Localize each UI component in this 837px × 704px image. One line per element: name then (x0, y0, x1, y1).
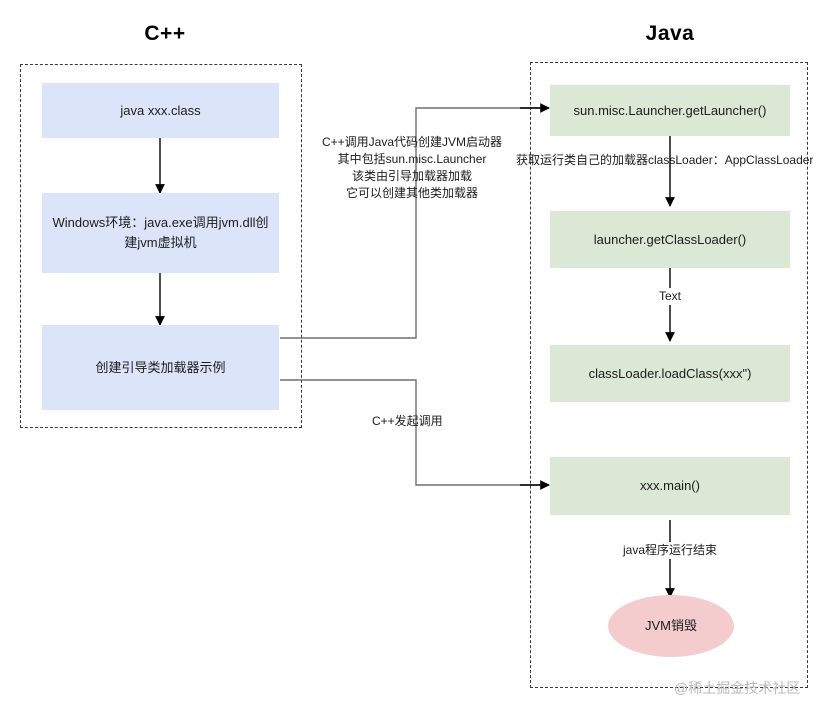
node-jvm-destroy-label: JVM销毁 (644, 618, 697, 633)
node-bootstrap-loader[interactable]: 创建引导类加载器示例 (42, 325, 279, 410)
edge-label-java-finished: java程序运行结束 (600, 542, 740, 559)
node-load-class[interactable]: classLoader.loadClass(xxx") (550, 345, 790, 402)
column-title-java: Java (645, 22, 695, 45)
connector-cpp-to-main (280, 379, 543, 486)
edge-label-cpp-invoke: C++发起调用 (372, 414, 443, 428)
node-java-command-label: java xxx.class (120, 102, 201, 118)
watermark: @稀土掘金技术社区 (674, 680, 801, 696)
node-java-command[interactable]: java xxx.class (42, 83, 279, 138)
edge-label-get-classloader-note: 获取运行类自己的加载器classLoader：AppClassLoader (516, 153, 814, 167)
edge-label-text: Text (640, 288, 700, 305)
node-get-classloader[interactable]: launcher.getClassLoader() (550, 211, 790, 268)
lane-java (530, 62, 808, 688)
node-windows-env-label: Windows环境：java.exe调用jvm.dll创建jvm虚拟机 (52, 215, 269, 250)
node-jvm-destroy[interactable]: JVM销毁 (608, 595, 734, 657)
node-bootstrap-loader-label: 创建引导类加载器示例 (95, 359, 226, 375)
node-get-launcher-label: sun.misc.Launcher.getLauncher() (573, 102, 767, 118)
node-windows-env[interactable]: Windows环境：java.exe调用jvm.dll创建jvm虚拟机 (42, 193, 279, 273)
node-get-launcher[interactable]: sun.misc.Launcher.getLauncher() (550, 85, 790, 136)
node-main-method[interactable]: xxx.main() (550, 457, 790, 515)
edge-label-cpp-to-launcher: C++调用Java代码创建JVM启动器 其中包括sun.misc.Launche… (321, 135, 503, 200)
node-load-class-label: classLoader.loadClass(xxx") (588, 365, 752, 381)
node-main-method-label: xxx.main() (640, 478, 700, 493)
column-title-cpp: C++ (144, 22, 186, 45)
node-get-classloader-label: launcher.getClassLoader() (593, 231, 747, 247)
